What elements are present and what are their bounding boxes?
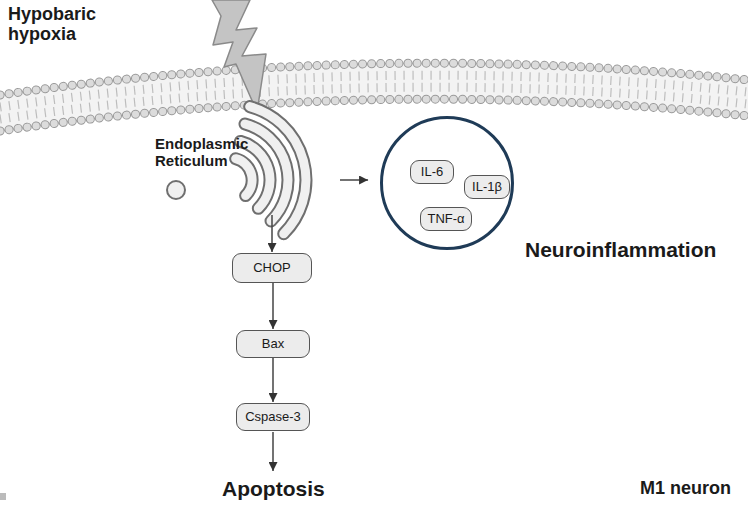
cytokine-circle: NeuroinflammationIL-6IL-1βTNF-α [380, 116, 514, 250]
process-box: Bax [236, 330, 310, 358]
cytokine-pill: IL-6 [410, 160, 454, 184]
lipid-heads [0, 99, 748, 131]
circle-outline [382, 118, 513, 249]
vesicle [167, 181, 185, 199]
lightning-bolt [212, 0, 266, 112]
membrane-band [0, 63, 748, 131]
cytokine-pill: TNF-α [420, 207, 472, 231]
process-box: CHOP [232, 253, 312, 283]
flow-arrow [340, 179, 368, 181]
cell-type-label: M1 neuron [640, 478, 731, 498]
node-heading: Neuroinflammation [525, 238, 716, 262]
stimulus-label: Hypobaric hypoxia [8, 4, 104, 44]
flow-arrow [272, 358, 274, 402]
flow-arrow [271, 215, 273, 252]
lipid-heads [0, 99, 748, 131]
node-text: CHOP [253, 261, 291, 276]
er-lumen [245, 124, 288, 221]
process-box: Cspase-3 [236, 403, 310, 431]
node-text: IL-1β [472, 180, 502, 195]
node-text: IL-6 [421, 165, 443, 180]
corner-mark [0, 493, 6, 500]
er-lumen [250, 107, 306, 234]
flow-arrow [272, 283, 274, 329]
er-illustration [167, 107, 306, 234]
cytokine-pill: IL-1β [464, 175, 510, 199]
node-heading: Endoplasmic Reticulum [155, 135, 255, 170]
lipid-heads [0, 63, 748, 95]
node-text: TNF-α [427, 212, 464, 227]
node-text: Bax [262, 337, 284, 352]
lipid-heads [0, 63, 748, 95]
er-cisterna [236, 159, 252, 196]
cell-membrane [0, 63, 748, 131]
er-lumen [236, 159, 252, 196]
outcome-label: Apoptosis [222, 477, 325, 501]
organelle-region: Endoplasmic Reticulum [160, 95, 340, 215]
node-text: Cspase-3 [245, 410, 301, 425]
flow-arrow [272, 432, 274, 471]
